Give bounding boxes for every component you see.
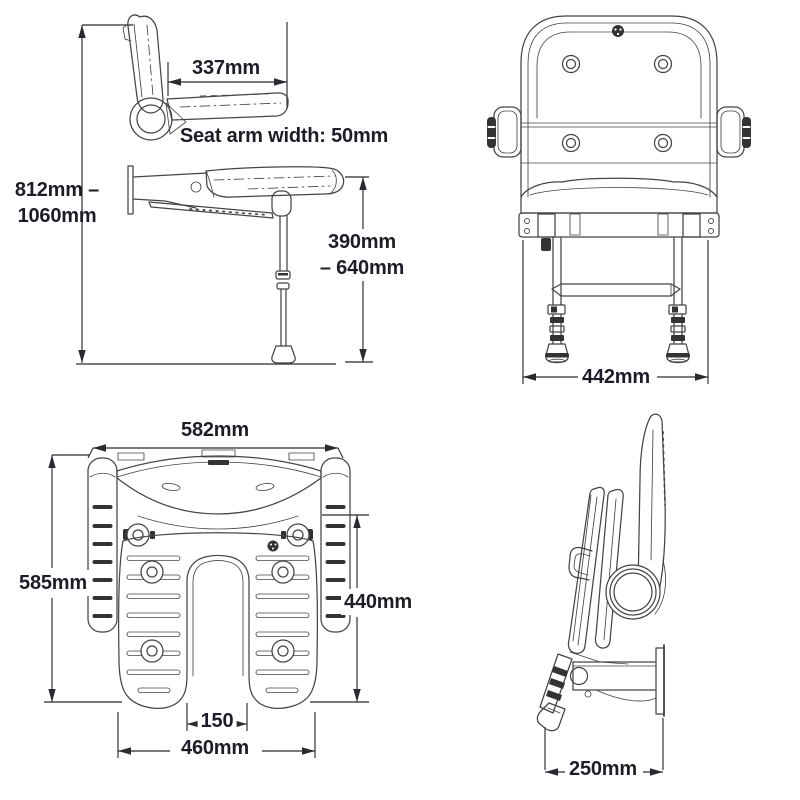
armrest-flap-left <box>87 457 118 633</box>
dim-label-leg-height: 390mm – 640mm <box>316 229 408 281</box>
leg-foot-folded <box>536 702 566 732</box>
dim-label-arm-width: Seat arm width: 50mm <box>179 125 389 147</box>
dim-label-leg-width: 442mm <box>579 364 653 390</box>
dim-label-folded-depth: 250mm <box>566 756 640 782</box>
dim-arm-length <box>167 22 288 108</box>
dim-folded-depth <box>544 718 664 776</box>
seat-cushion-front <box>520 177 718 214</box>
leg-crossbar <box>551 283 681 297</box>
seat-top-horseshoe <box>118 532 318 709</box>
dim-seat-depth <box>310 514 369 703</box>
dim-leg-width <box>522 240 709 384</box>
mounting-plate-front <box>518 212 720 251</box>
seat-drain-slots <box>126 555 310 693</box>
backrest-bolt-holes <box>561 54 673 153</box>
backrest-top <box>116 449 322 515</box>
seat-folded <box>567 486 605 654</box>
dim-label-overall-width: 582mm <box>181 419 249 441</box>
dim-overall-width <box>87 444 344 459</box>
dim-label-overall-depth: 585mm <box>16 570 90 596</box>
legs-front <box>545 236 690 364</box>
armrest-side <box>166 92 289 121</box>
dim-wall-height <box>76 24 336 365</box>
wall-bracket-folded <box>569 644 665 717</box>
view-side-legs-down <box>76 14 373 365</box>
armrest-folded <box>594 488 624 649</box>
seat-bolts <box>140 560 295 663</box>
handle-loop-folded <box>568 546 593 581</box>
view-top <box>44 444 369 758</box>
under-seat-strut <box>148 201 274 219</box>
armrest-flap-right <box>320 457 351 633</box>
dim-label-arm-length: 337mm <box>192 57 260 79</box>
brand-logo-mark <box>612 25 624 37</box>
dim-label-cutout-width: 150 <box>197 708 237 734</box>
dim-label-seat-depth: 440mm <box>341 589 415 615</box>
dim-leg-height <box>345 176 373 363</box>
dim-seat-width <box>117 712 316 758</box>
backrest-side <box>122 14 164 114</box>
dim-label-wall-height: 812mm – 1060mm <box>14 179 100 227</box>
wall-bracket-side <box>127 165 208 215</box>
backrest-front <box>520 15 718 198</box>
hinges-top <box>123 515 313 547</box>
pivot-hinge-folded <box>605 564 661 620</box>
leg-folded <box>536 653 573 732</box>
brand-logo-mark-top <box>267 540 279 552</box>
armrest-front-right <box>716 106 751 158</box>
view-folded-side <box>536 413 666 776</box>
seat-side <box>205 166 345 198</box>
dim-label-seat-width: 460mm <box>178 735 252 761</box>
drop-leg-side <box>271 190 296 364</box>
dim-overall-depth <box>44 454 122 703</box>
view-front <box>487 15 751 384</box>
armrest-front-left <box>487 106 522 158</box>
